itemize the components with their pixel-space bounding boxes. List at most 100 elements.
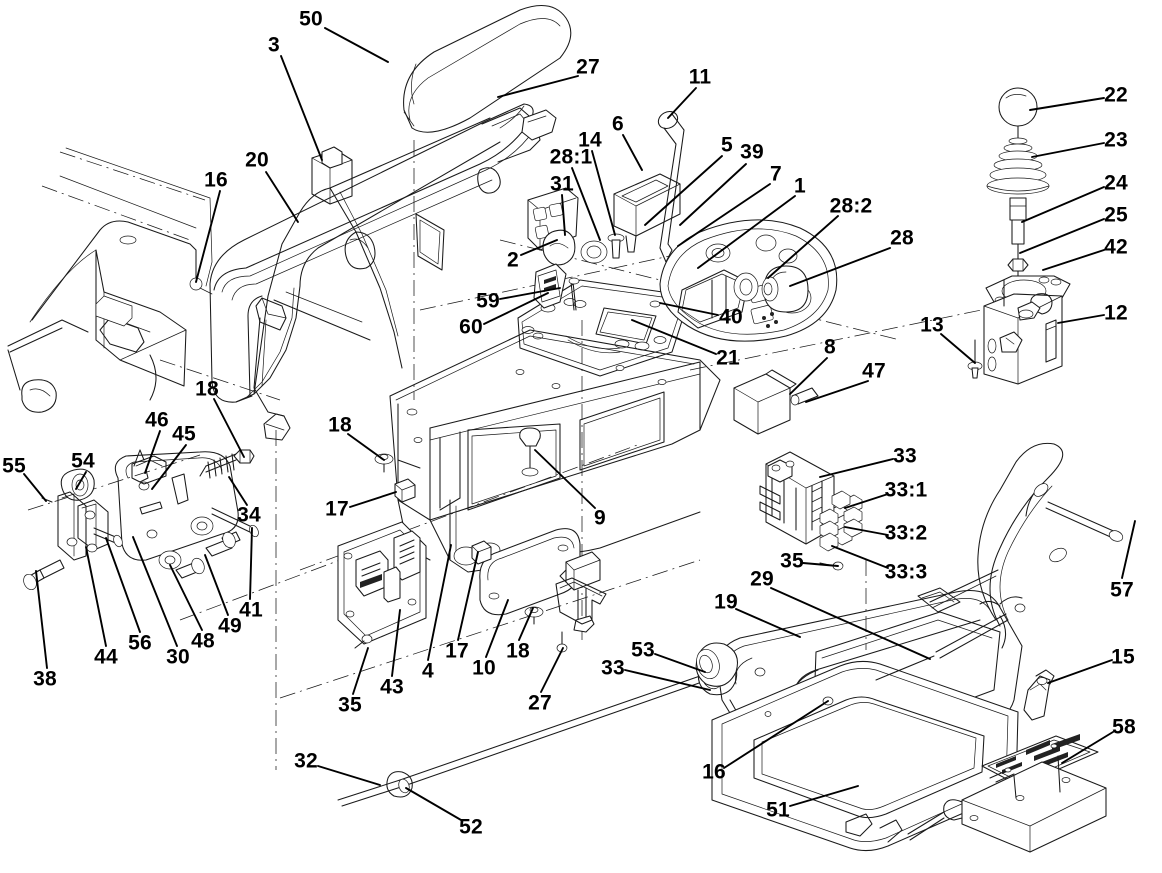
controller-module-43 bbox=[337, 521, 427, 649]
leader-line-41 bbox=[249, 527, 253, 600]
leader-line-35b bbox=[352, 647, 369, 695]
callout-label-33:2: 33:2 bbox=[884, 521, 928, 545]
callout-label-22: 22 bbox=[1104, 83, 1128, 107]
valve-body-12 bbox=[983, 293, 1063, 385]
fuse-block-33 bbox=[759, 451, 835, 545]
callout-label-34: 34 bbox=[237, 503, 261, 527]
leader-line-45 bbox=[151, 444, 187, 490]
leader-line-23 bbox=[1031, 142, 1105, 158]
callout-label-17a: 17 bbox=[325, 497, 349, 521]
leader-line-50 bbox=[324, 27, 389, 63]
leader-line-8 bbox=[789, 357, 828, 395]
bushing-17-upper bbox=[394, 478, 416, 503]
callout-label-31: 31 bbox=[550, 172, 574, 196]
callout-label-6: 6 bbox=[612, 112, 624, 136]
shaft-24 bbox=[1009, 197, 1027, 245]
callout-label-59: 59 bbox=[476, 289, 500, 313]
callout-label-57: 57 bbox=[1110, 578, 1134, 602]
callout-label-15: 15 bbox=[1111, 645, 1135, 669]
callout-label-35c: 35 bbox=[780, 549, 804, 573]
callout-label-49: 49 bbox=[218, 614, 242, 638]
leader-line-10 bbox=[485, 599, 509, 658]
leader-line-49 bbox=[204, 554, 229, 616]
armrest-pad-50 bbox=[403, 4, 572, 133]
leader-line-27a bbox=[497, 75, 579, 98]
leader-line-33:3 bbox=[831, 545, 889, 569]
callout-label-33:3: 33:3 bbox=[884, 560, 928, 584]
callout-label-20: 20 bbox=[245, 148, 269, 172]
leader-line-28 bbox=[789, 247, 891, 287]
leader-line-20 bbox=[265, 171, 299, 223]
callout-label-35b: 35 bbox=[338, 693, 362, 717]
callout-label-21: 21 bbox=[716, 346, 740, 370]
callout-label-28: 28 bbox=[890, 226, 914, 250]
callout-label-7: 7 bbox=[770, 162, 782, 186]
callout-label-1: 1 bbox=[794, 174, 806, 198]
leader-line-31 bbox=[561, 194, 566, 236]
callout-label-29: 29 bbox=[750, 567, 774, 591]
leader-line-16b bbox=[723, 700, 829, 769]
leader-line-47 bbox=[805, 380, 869, 403]
callout-label-58: 58 bbox=[1112, 715, 1136, 739]
callout-label-30: 30 bbox=[166, 645, 190, 669]
callout-label-3: 3 bbox=[268, 33, 280, 57]
leader-line-60 bbox=[483, 292, 549, 325]
leader-line-46 bbox=[144, 430, 161, 474]
leader-line-11 bbox=[667, 87, 697, 119]
leader-line-17a bbox=[349, 491, 397, 508]
relay-box-8 bbox=[733, 369, 797, 435]
lever-rod-11 bbox=[657, 110, 685, 263]
leader-line-15 bbox=[1047, 659, 1113, 684]
leader-line-34 bbox=[228, 476, 248, 506]
leader-line-6 bbox=[622, 134, 643, 171]
callout-label-42: 42 bbox=[1104, 235, 1128, 259]
leader-line-3 bbox=[280, 55, 323, 161]
leader-line-18b bbox=[347, 433, 385, 461]
callout-label-8: 8 bbox=[824, 335, 836, 359]
bushing-17-lower bbox=[471, 540, 492, 565]
knob-28 bbox=[761, 265, 809, 313]
callout-label-27b: 27 bbox=[528, 691, 552, 715]
leader-line-29 bbox=[770, 587, 931, 660]
bolt-47 bbox=[790, 387, 819, 406]
callout-label-33:1: 33:1 bbox=[884, 478, 928, 502]
callout-label-32: 32 bbox=[294, 749, 318, 773]
callout-label-44: 44 bbox=[94, 645, 118, 669]
callout-label-10: 10 bbox=[472, 656, 496, 680]
callout-label-41: 41 bbox=[239, 598, 263, 622]
callout-label-5: 5 bbox=[721, 133, 733, 157]
callout-label-16a: 16 bbox=[204, 168, 228, 192]
callout-label-51: 51 bbox=[766, 798, 790, 822]
boot-23 bbox=[986, 137, 1050, 195]
leader-line-28:2 bbox=[767, 215, 839, 279]
leader-line-7 bbox=[677, 183, 771, 247]
callout-label-28:2: 28:2 bbox=[829, 194, 873, 218]
callout-label-13: 13 bbox=[920, 313, 944, 337]
leader-line-25 bbox=[1019, 218, 1105, 254]
terminals-33-1-33-2-33-3 bbox=[819, 490, 863, 552]
leader-line-18a bbox=[213, 398, 245, 458]
console-shell-20 bbox=[189, 103, 557, 441]
leader-line-55 bbox=[23, 473, 47, 502]
joystick-assembly bbox=[967, 87, 1071, 385]
callout-label-14: 14 bbox=[578, 128, 602, 152]
leader-line-58 bbox=[1061, 731, 1114, 764]
callout-label-53: 53 bbox=[631, 638, 655, 662]
leader-line-18c bbox=[518, 607, 534, 641]
leader-line-13 bbox=[940, 333, 976, 364]
callout-label-33: 33 bbox=[893, 444, 917, 468]
leader-line-33:1 bbox=[844, 493, 889, 509]
leader-line-56 bbox=[105, 537, 141, 633]
right-fender bbox=[875, 442, 1067, 681]
callout-label-25: 25 bbox=[1104, 203, 1128, 227]
callout-label-39: 39 bbox=[740, 140, 764, 164]
callout-label-18b: 18 bbox=[328, 413, 352, 437]
leader-line-22 bbox=[1029, 97, 1105, 111]
leader-line-2 bbox=[520, 239, 558, 256]
screw-35-module bbox=[354, 634, 373, 649]
leader-line-14 bbox=[591, 150, 616, 236]
leader-line-19 bbox=[735, 608, 801, 638]
latch-15 bbox=[1023, 669, 1055, 721]
